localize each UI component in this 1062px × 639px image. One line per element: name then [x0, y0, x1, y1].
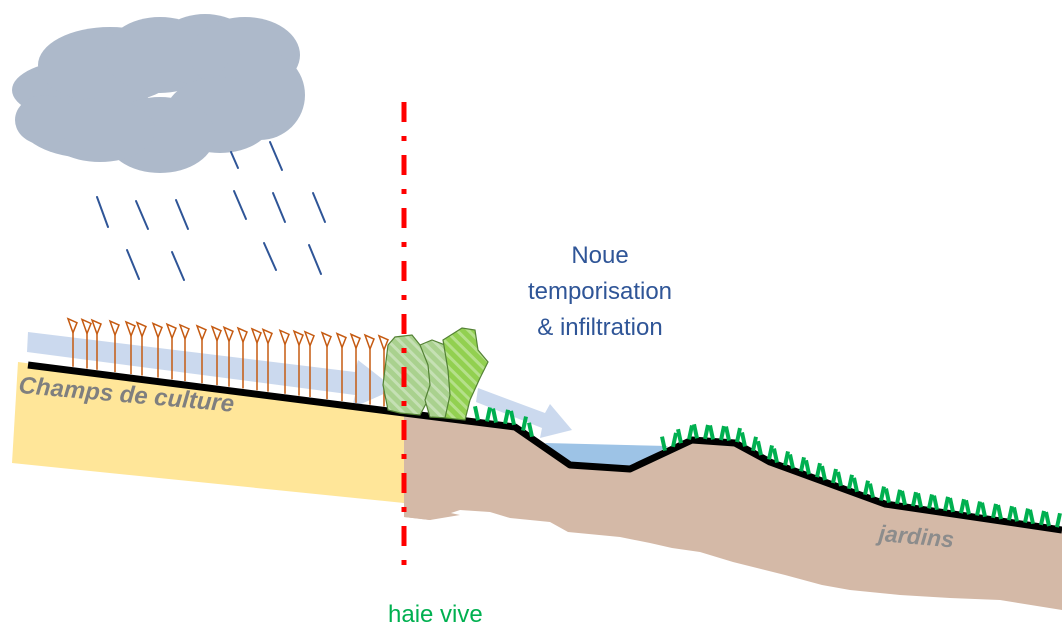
- crop-head: [222, 325, 234, 344]
- grass-blade: [959, 498, 966, 514]
- grass-blade: [692, 423, 699, 439]
- rain-drops: [96, 141, 326, 281]
- grass-blade: [783, 451, 790, 466]
- grass-blade: [836, 471, 843, 487]
- swale-label: Noue temporisation & infiltration: [520, 238, 680, 346]
- crop-head: [66, 317, 78, 335]
- crop-head: [250, 327, 262, 345]
- grass-tufts: [473, 405, 1062, 528]
- grass-blade: [724, 426, 731, 442]
- crop-head: [165, 322, 177, 341]
- grass-blade: [687, 424, 694, 440]
- grass-blade: [964, 499, 971, 515]
- crop-head: [261, 328, 273, 346]
- infiltration-arrow: [476, 388, 572, 438]
- grass-blade: [772, 448, 779, 463]
- grass-blade: [767, 445, 774, 460]
- crop-head: [90, 318, 102, 337]
- ground-soil-lower: [400, 502, 460, 520]
- crop-head: [349, 332, 361, 351]
- crop-head: [210, 325, 222, 343]
- crop-head: [292, 329, 304, 348]
- grass-blade: [1012, 506, 1019, 522]
- swale-label-line1: Noue: [571, 242, 629, 269]
- crop-head: [135, 321, 147, 339]
- grass-blade: [1039, 510, 1046, 526]
- grass-blade: [740, 432, 747, 447]
- grass-blade: [756, 440, 763, 456]
- grass-blade: [852, 477, 859, 493]
- grass-blade: [911, 491, 918, 507]
- grass-blade: [996, 504, 1003, 520]
- grass-blade: [900, 490, 907, 506]
- grass-blade: [708, 425, 715, 440]
- crop-head: [320, 331, 332, 349]
- grass-blade: [948, 497, 955, 513]
- grass-blade: [503, 409, 510, 425]
- grass-blade: [799, 456, 806, 472]
- grass-blade: [831, 468, 838, 484]
- grass-blade: [975, 501, 982, 516]
- grass-blade: [1044, 511, 1051, 527]
- grass-blade: [509, 410, 516, 426]
- grass-blade: [1028, 509, 1035, 525]
- grass-blade: [735, 427, 742, 443]
- grass-blade: [1007, 505, 1014, 521]
- grass-blade: [820, 465, 827, 481]
- grass-blade: [916, 492, 923, 508]
- grass-blade: [788, 453, 795, 469]
- grass-blade: [895, 489, 902, 505]
- grass-blade: [1055, 512, 1062, 528]
- crop-head: [377, 334, 389, 352]
- ground-soil: [404, 412, 1062, 610]
- grass-blade: [521, 416, 528, 431]
- grass-blade: [676, 428, 683, 444]
- crop-plants: [66, 317, 389, 407]
- grass-blade: [473, 405, 480, 421]
- grass-blade: [719, 425, 726, 441]
- swale-label-line3: & infiltration: [537, 314, 663, 341]
- crop-head: [335, 332, 347, 350]
- hedge-label: haie vive: [388, 601, 483, 628]
- grass-blade: [804, 459, 811, 475]
- grass-blade: [1023, 508, 1030, 523]
- grass-blade: [671, 432, 678, 448]
- crop-head: [363, 333, 375, 352]
- crop-head: [151, 321, 163, 340]
- crop-head: [124, 320, 136, 339]
- crop-head: [236, 326, 248, 345]
- crop-head: [195, 324, 207, 342]
- grass-blade: [660, 436, 667, 452]
- grass-blade: [491, 408, 498, 424]
- grass-blade: [927, 494, 934, 509]
- grass-blade: [991, 503, 998, 519]
- grass-blade: [485, 407, 492, 422]
- swale-label-line2: temporisation: [527, 278, 673, 305]
- crop-head: [80, 318, 92, 336]
- grass-blade: [943, 496, 950, 512]
- grass-blade: [847, 474, 854, 490]
- crop-head: [178, 323, 190, 341]
- grass-blade: [527, 422, 534, 438]
- crop-head: [303, 330, 315, 348]
- grass-blade: [980, 502, 987, 518]
- grass-blade: [751, 436, 758, 452]
- grass-blade: [884, 488, 891, 504]
- grass-blade: [815, 462, 822, 478]
- grass-blade: [932, 495, 939, 511]
- hedge-bushes: [382, 327, 489, 421]
- field-soil: [12, 362, 404, 503]
- grass-blade: [703, 424, 710, 440]
- crop-head: [278, 328, 290, 347]
- crop-head: [108, 319, 120, 338]
- grass-blade: [879, 486, 886, 501]
- runoff-arrow: [27, 332, 395, 408]
- grass-blade: [868, 483, 875, 499]
- rain-cloud-icon: [12, 14, 305, 173]
- grass-blade: [863, 480, 870, 496]
